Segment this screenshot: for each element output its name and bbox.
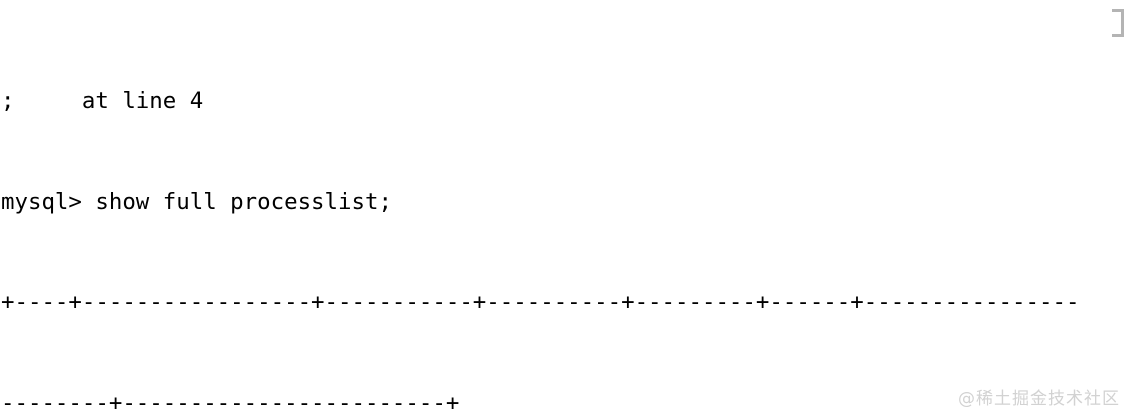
- prompt-command-line: mysql> show full processlist;: [1, 188, 392, 215]
- separator-top-b: --------+------------------------+: [1, 390, 460, 416]
- right-edge-cursor-bracket: [1112, 9, 1124, 37]
- watermark: @稀土掘金技术社区: [958, 389, 1120, 409]
- error-tail-line: ; at line 4: [1, 87, 204, 114]
- separator-top-a: +----+-----------------+-----------+----…: [1, 289, 1080, 316]
